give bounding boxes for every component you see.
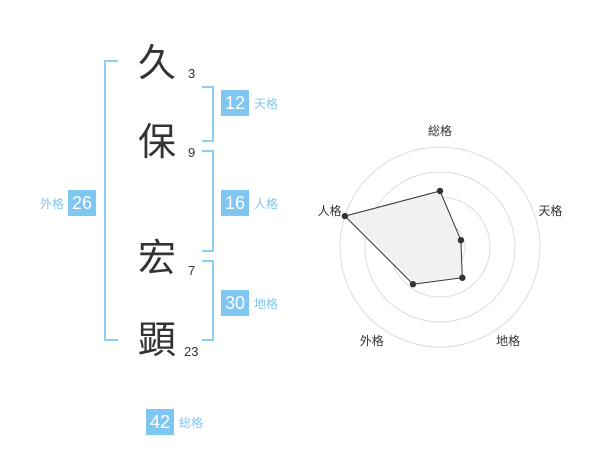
jinkaku-label: 人格 (254, 196, 279, 211)
name-char-1: 久 (137, 41, 176, 85)
gaikaku-badge: 外格 26 (40, 190, 97, 216)
soukaku-badge: 42 総格 (146, 409, 203, 435)
radar-ring (364, 171, 516, 323)
stroke-count-4: 23 (184, 344, 199, 359)
name-char-2: 保 (137, 120, 176, 164)
radar-axis-label: 天格 (538, 203, 562, 218)
tenkaku-value: 12 (221, 90, 249, 116)
jinkaku-badge: 16 人格 (221, 190, 278, 216)
radar-point (409, 281, 417, 288)
jinkaku-value: 16 (221, 190, 249, 216)
tenkaku-bracket (202, 86, 214, 142)
name-char-3: 宏 (137, 236, 176, 280)
chikaku-badge: 30 地格 (221, 290, 278, 316)
radar-axis-label: 地格 (496, 333, 520, 348)
radar-ring (339, 146, 541, 348)
stroke-count-2: 9 (188, 145, 196, 160)
gaikaku-label: 外格 (40, 196, 65, 211)
jinkaku-bracket (202, 150, 214, 252)
radar-point (436, 187, 444, 195)
soukaku-value: 42 (146, 409, 174, 435)
gaikaku-value: 26 (68, 190, 97, 216)
stroke-count-3: 7 (188, 263, 196, 278)
radar-point (341, 212, 349, 220)
tenkaku-label: 天格 (254, 96, 279, 111)
chikaku-bracket (202, 260, 214, 341)
radar-axis-label: 人格 (318, 203, 342, 218)
radar-polygon (343, 190, 463, 285)
radar-axis-label: 総格 (428, 123, 452, 138)
chikaku-label: 地格 (254, 296, 279, 311)
chikaku-value: 30 (221, 290, 249, 316)
radar-point (459, 274, 466, 281)
tenkaku-badge: 12 天格 (221, 90, 278, 116)
name-char-4: 顕 (137, 318, 176, 362)
radar-point (457, 237, 465, 244)
soukaku-label: 総格 (179, 415, 204, 430)
stroke-count-1: 3 (188, 66, 196, 81)
radar-axis-label: 外格 (360, 333, 384, 348)
gaikaku-bracket (104, 60, 118, 341)
